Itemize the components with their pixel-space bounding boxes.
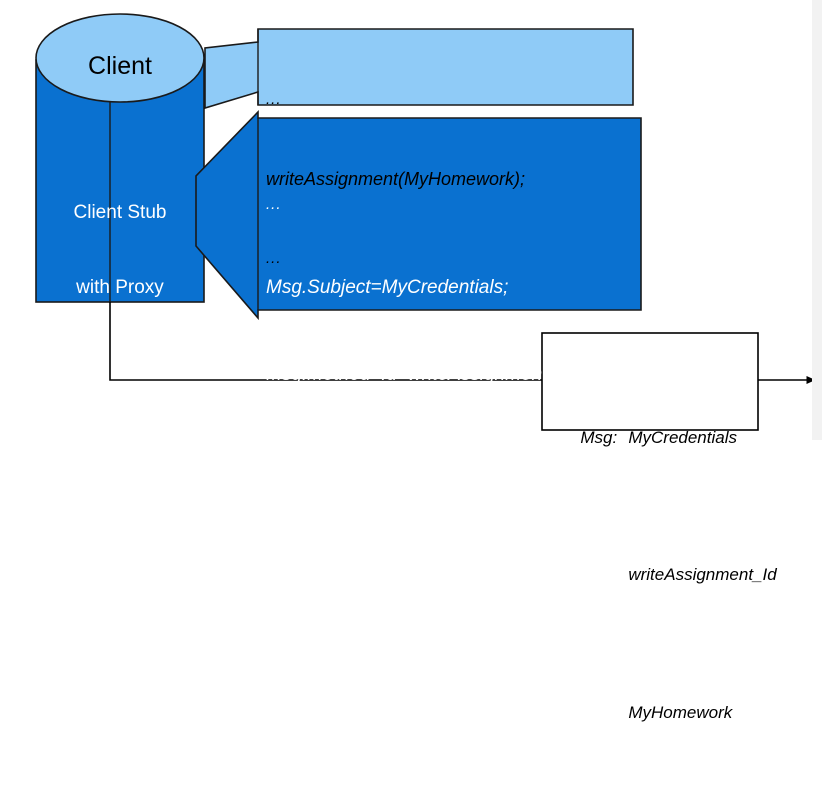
message-box-text: Msg: MyCredentials writeAssignment_Id MyH… — [552, 341, 776, 809]
message-row-3: MyHomework — [552, 671, 758, 754]
message-box-shape[interactable] — [541, 332, 759, 431]
application-code-line-2: writeAssignment(MyHomework); — [266, 169, 526, 190]
message-value-3: MyHomework — [628, 702, 733, 722]
callout-stub-code-shape[interactable] — [195, 110, 642, 321]
application-code-line-1: ... — [266, 90, 282, 108]
client-stub-label-line-4: PEP and PDP) — [57, 427, 183, 449]
client-ellipse — [35, 13, 205, 103]
client-stub-label: Client Stub with Proxy (here without PEP… — [36, 150, 204, 501]
message-row-1: Msg: MyCredentials — [552, 396, 758, 479]
message-key-label: Msg: — [580, 427, 618, 447]
message-box-rect — [541, 332, 759, 431]
callout-application-code-text: ... writeAssignment(MyHomework); ... — [266, 34, 626, 326]
client-stub-label-line-2: with Proxy — [76, 277, 164, 299]
stub-code-line-2: Msg.Subject=MyCredentials; — [266, 277, 509, 299]
stub-to-message-connector — [109, 302, 542, 381]
message-value-2: writeAssignment_Id — [628, 565, 777, 585]
diagram-canvas: Client Client Stub with Proxy (here with… — [35, 0, 822, 722]
stub-code-line-3: Msg.Method_Id=writeAssignment_Id; — [266, 363, 580, 385]
diagram-graphics-layer — [35, 13, 816, 431]
stub-code-line-1: ... — [266, 195, 282, 213]
client-node-label: Client — [88, 52, 152, 80]
client-node-shape[interactable] — [35, 13, 205, 103]
client-stub-label-line-3: (here without — [65, 352, 175, 374]
message-row-2: writeAssignment_Id — [552, 534, 776, 617]
message-value-1: MyCredentials — [628, 427, 737, 447]
callout-stub-code-balloon — [195, 110, 642, 321]
slide-right-edge-band — [812, 0, 822, 440]
client-stub-label-line-1: Client Stub — [73, 202, 167, 224]
callout-application-code-shape[interactable] — [204, 28, 634, 110]
application-code-line-3: ... — [266, 250, 282, 268]
